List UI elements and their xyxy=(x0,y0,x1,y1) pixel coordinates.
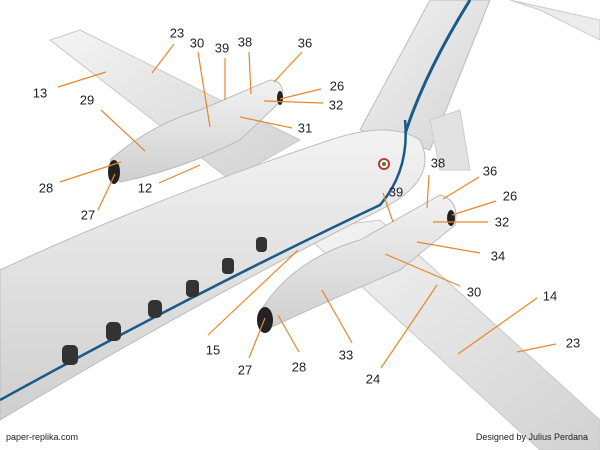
left-engine-nacelle xyxy=(109,79,283,183)
part-label: 26 xyxy=(502,188,518,204)
part-label: 29 xyxy=(79,92,95,108)
part-label: 38 xyxy=(430,155,446,171)
part-label: 34 xyxy=(490,248,506,264)
part-label: 28 xyxy=(291,359,307,375)
site-credit: paper-replika.com xyxy=(6,432,79,442)
part-label: 23 xyxy=(565,335,581,351)
fuselage-stripe xyxy=(0,119,407,402)
designer-credit: Designed by Julius Perdana xyxy=(475,432,588,442)
part-label: 39 xyxy=(388,184,404,200)
part-label: 32 xyxy=(328,97,344,113)
part-label: 27 xyxy=(237,362,253,378)
part-label: 39 xyxy=(214,40,230,56)
part-label: 31 xyxy=(297,120,313,136)
part-label: 12 xyxy=(137,180,153,196)
cabin-windows xyxy=(62,237,267,365)
part-label: 24 xyxy=(365,371,381,387)
part-label: 36 xyxy=(297,35,313,51)
part-label: 30 xyxy=(466,284,482,300)
leader-lines xyxy=(57,43,557,369)
part-label: 28 xyxy=(38,180,54,196)
part-label: 13 xyxy=(32,85,48,101)
tail-fin xyxy=(359,0,491,151)
part-label: 36 xyxy=(482,163,498,179)
part-label: 38 xyxy=(237,34,253,50)
part-label: 30 xyxy=(189,35,205,51)
part-label: 33 xyxy=(338,347,354,363)
part-label: 32 xyxy=(494,214,510,230)
part-label: 26 xyxy=(329,78,345,94)
tail-stabilizer-right xyxy=(429,109,471,171)
part-label: 23 xyxy=(169,25,185,41)
horizontal-stabilizer xyxy=(509,0,600,41)
right-engine-intake xyxy=(257,307,273,333)
part-label: 15 xyxy=(205,342,221,358)
part-label: 14 xyxy=(542,288,558,304)
right-engine-nacelle xyxy=(257,194,457,331)
left-engine-intake xyxy=(108,160,120,184)
fuselage xyxy=(0,129,426,421)
part-label: 27 xyxy=(80,207,96,223)
